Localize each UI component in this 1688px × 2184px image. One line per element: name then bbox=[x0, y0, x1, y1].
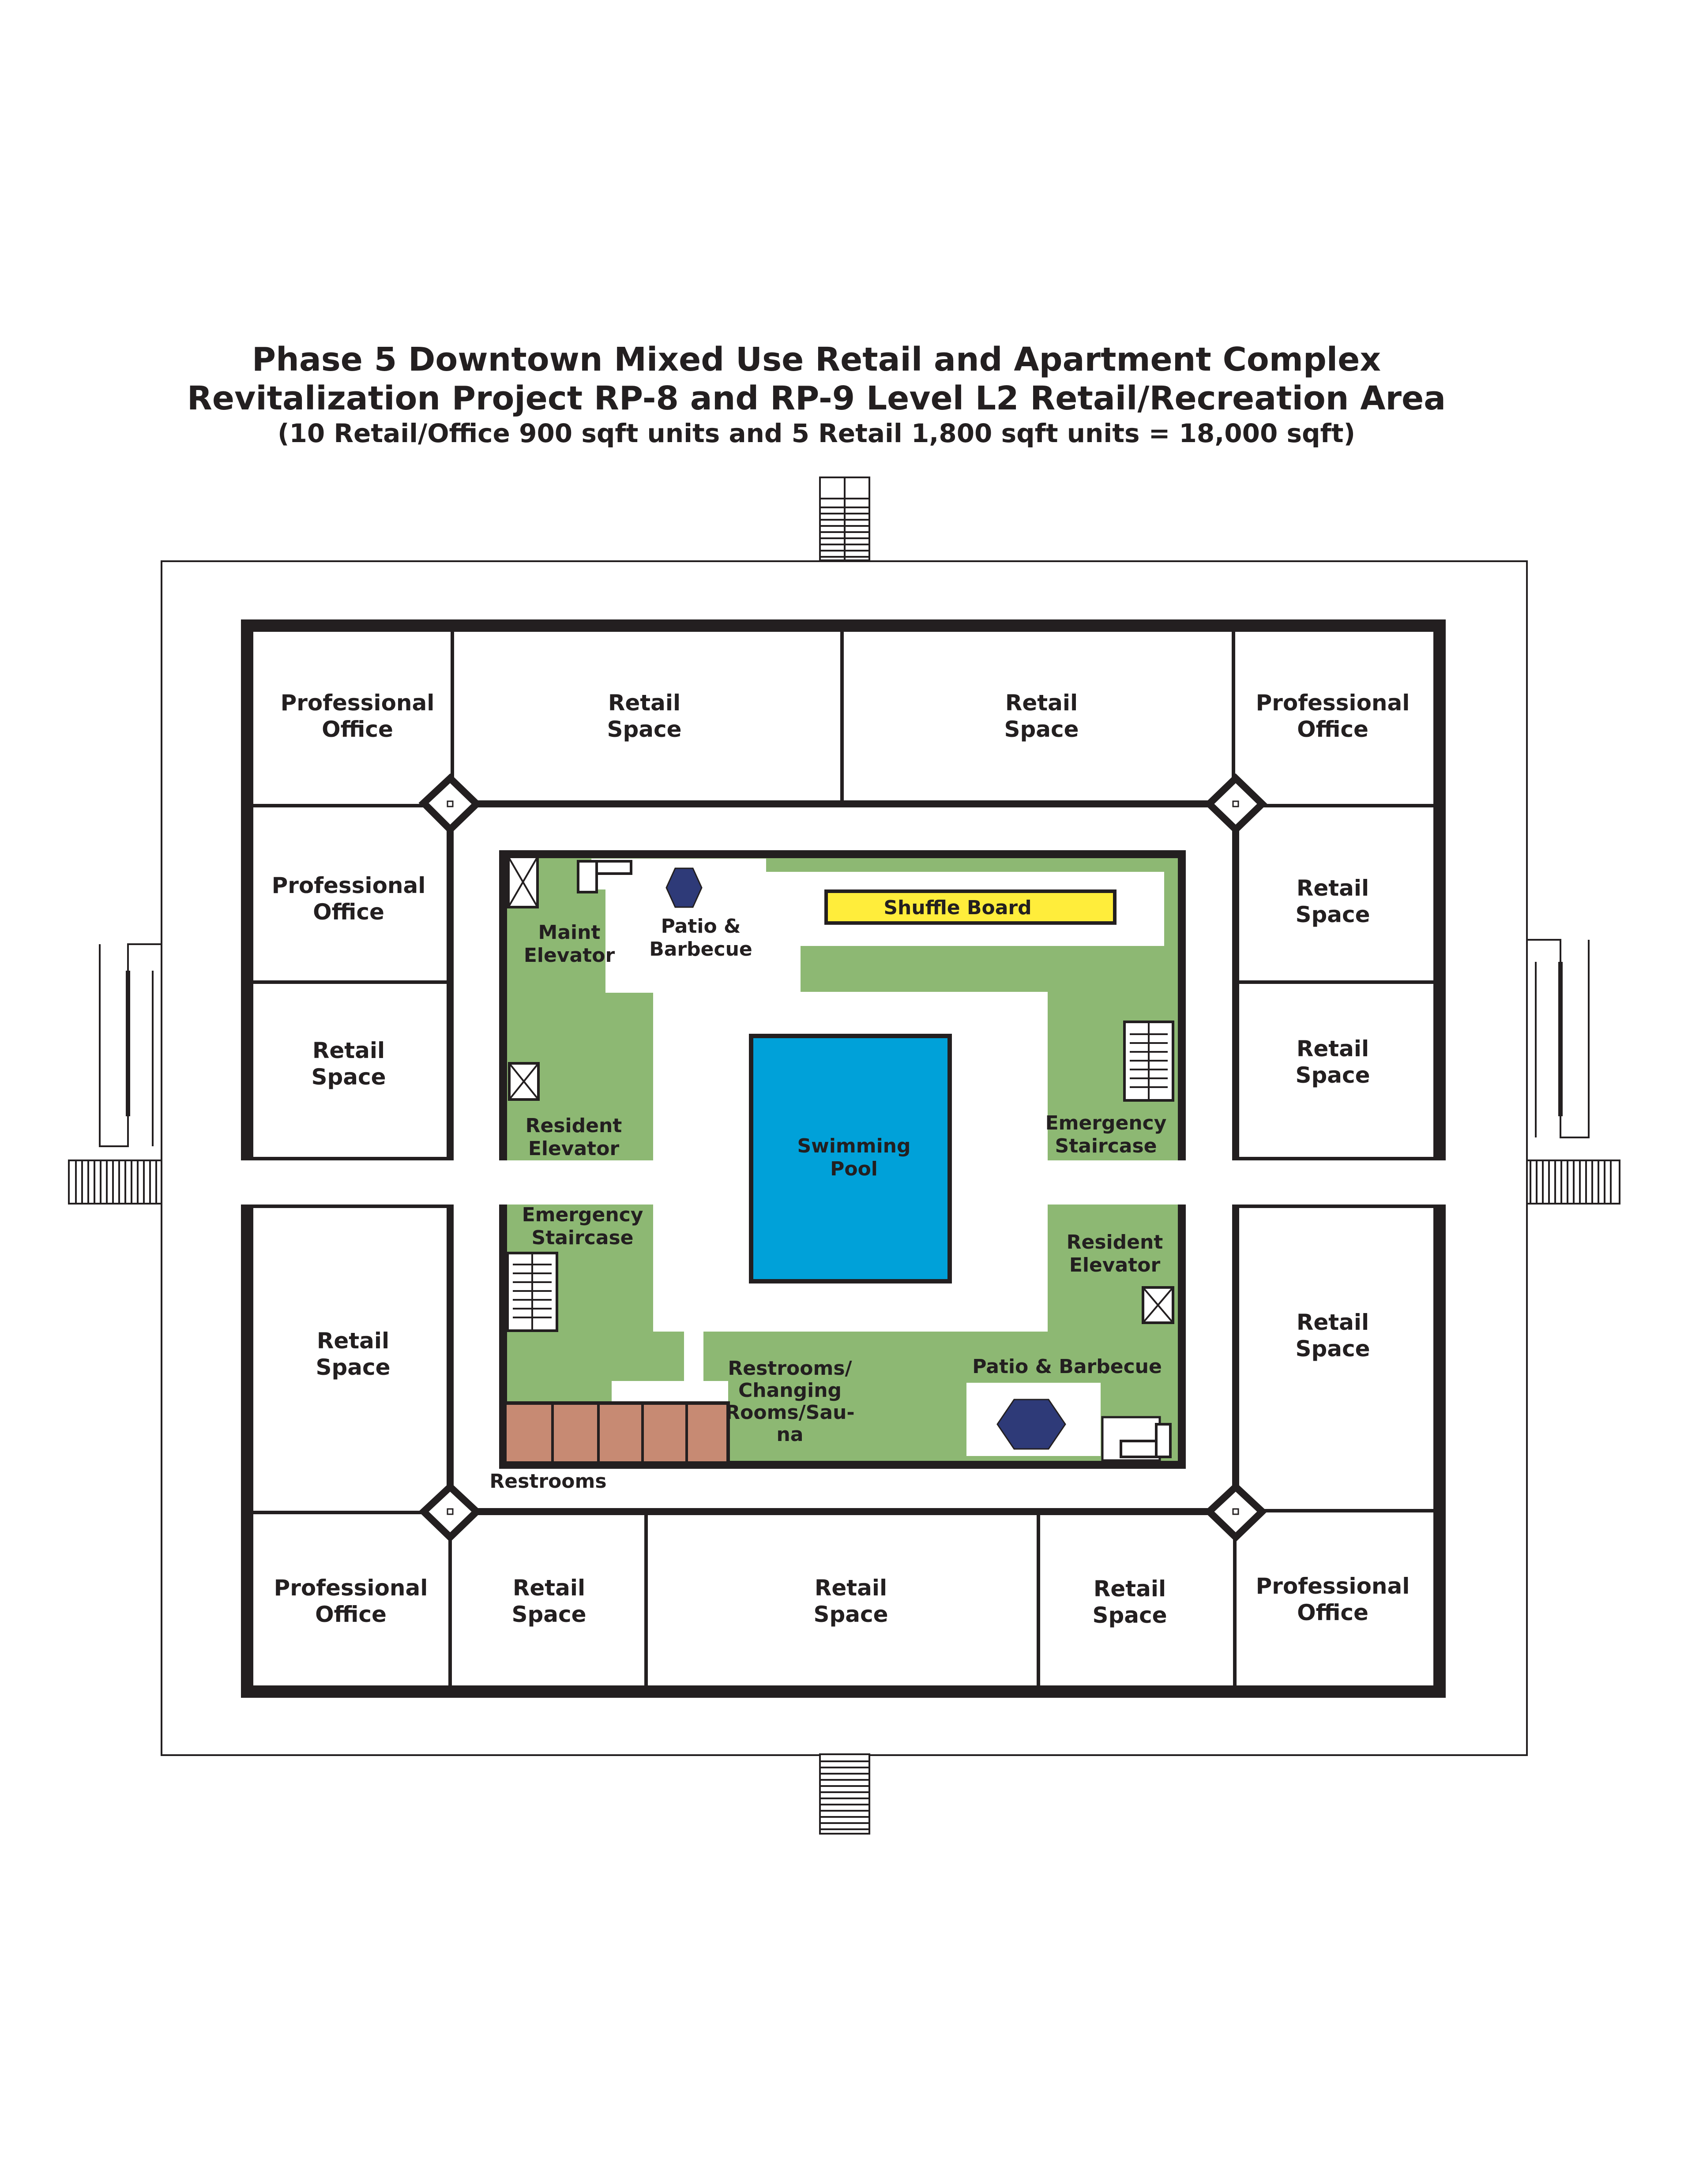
patio-bottom-label: Patio & Barbecue bbox=[972, 1355, 1162, 1378]
emergency-staircase-right-line1: Emergency bbox=[1045, 1112, 1167, 1134]
unit-top-right-line1: Professional bbox=[1256, 690, 1410, 716]
emergency-staircase-left-icon bbox=[506, 1252, 558, 1332]
unit-top-center-right-line2: Space bbox=[1004, 717, 1079, 742]
unit-bottom-center-left-line2: Space bbox=[511, 1602, 586, 1627]
resident-elevator-right-line2: Elevator bbox=[1069, 1254, 1161, 1276]
restrooms-changing-line4: na bbox=[776, 1423, 803, 1446]
unit-top-center-left-line1: Retail bbox=[608, 690, 680, 716]
west-stairs bbox=[68, 943, 162, 1205]
resident-elevator-right-icon bbox=[1142, 1286, 1174, 1324]
restrooms-block bbox=[503, 1401, 730, 1465]
shuffle-board bbox=[824, 889, 1117, 925]
title-line-3: (10 Retail/Office 900 sqft units and 5 R… bbox=[278, 418, 1355, 448]
swimming-pool-line2: Pool bbox=[830, 1158, 878, 1180]
courtyard: Maint Elevator Patio & Barbecue Shuffle … bbox=[489, 850, 1186, 1493]
unit-bottom-center-right-line1: Retail bbox=[1094, 1576, 1166, 1602]
resident-elevator-left-icon bbox=[508, 1062, 540, 1101]
utility-closet-icon bbox=[1101, 1416, 1172, 1462]
emergency-staircase-right-line2: Staircase bbox=[1055, 1135, 1157, 1157]
restrooms-changing-line2: Changing bbox=[738, 1379, 842, 1402]
maint-elevator-line1: Maint bbox=[538, 921, 601, 944]
swimming-pool bbox=[749, 1034, 952, 1283]
unit-right-upper-line1: Retail bbox=[1297, 875, 1369, 901]
unit-left-lower-line1: Retail bbox=[317, 1328, 389, 1354]
unit-walls bbox=[253, 626, 1433, 1685]
east-stairs bbox=[1526, 939, 1620, 1205]
unit-bottom-right-line1: Professional bbox=[1256, 1573, 1410, 1599]
emergency-staircase-right-icon bbox=[1123, 1021, 1174, 1102]
unit-top-right-line2: Office bbox=[1297, 717, 1368, 742]
restrooms-changing-line1: Restrooms/ bbox=[728, 1357, 852, 1380]
unit-bottom-center-left-line1: Retail bbox=[513, 1575, 585, 1601]
unit-bottom-center-right-line2: Space bbox=[1092, 1602, 1167, 1628]
patio-table-icon bbox=[665, 867, 703, 908]
swimming-pool-line1: Swimming bbox=[797, 1135, 910, 1157]
utility-closet-icon bbox=[577, 860, 632, 893]
unit-left-upper-line1: Professional bbox=[272, 873, 426, 898]
south-stairs bbox=[819, 1753, 870, 1835]
unit-left-upper-line2: Office bbox=[313, 899, 384, 925]
shuffle-board-label: Shuffle Board bbox=[883, 897, 1031, 919]
unit-right-upper-line2: Space bbox=[1295, 902, 1370, 927]
north-stairs bbox=[819, 477, 870, 561]
unit-left-middle-line2: Space bbox=[311, 1064, 386, 1090]
unit-left-lower-line2: Space bbox=[316, 1355, 390, 1380]
unit-top-left-line1: Professional bbox=[281, 690, 435, 716]
unit-bottom-center-line2: Space bbox=[813, 1602, 888, 1627]
unit-bottom-right-line2: Office bbox=[1297, 1600, 1368, 1625]
maint-elevator-icon bbox=[507, 856, 539, 908]
resident-elevator-left-line2: Elevator bbox=[528, 1137, 620, 1160]
restrooms-label: Restrooms bbox=[489, 1470, 606, 1493]
unit-top-left-line2: Office bbox=[322, 717, 393, 742]
resident-elevator-left-line1: Resident bbox=[526, 1115, 622, 1137]
unit-bottom-left-line1: Professional bbox=[274, 1575, 428, 1601]
unit-bottom-left-line2: Office bbox=[315, 1602, 387, 1627]
unit-top-center-right-line1: Retail bbox=[1005, 690, 1078, 716]
resident-elevator-right-line1: Resident bbox=[1067, 1231, 1163, 1253]
emergency-staircase-left-line2: Staircase bbox=[532, 1227, 634, 1249]
restrooms-changing-line3: Rooms/Sau- bbox=[725, 1401, 854, 1424]
patio-top-line2: Barbecue bbox=[649, 938, 752, 961]
unit-top-center-left-line2: Space bbox=[607, 717, 681, 742]
title-line-1: Phase 5 Downtown Mixed Use Retail and Ap… bbox=[252, 341, 1381, 379]
title-line-2: Revitalization Project RP-8 and RP-9 Lev… bbox=[187, 379, 1446, 417]
maint-elevator-line2: Elevator bbox=[524, 944, 615, 967]
patio-top-line1: Patio & bbox=[661, 915, 741, 938]
patio-table-icon bbox=[996, 1399, 1066, 1450]
unit-left-middle-line1: Retail bbox=[312, 1038, 385, 1063]
unit-right-lower-line1: Retail bbox=[1297, 1310, 1369, 1335]
emergency-staircase-left-line1: Emergency bbox=[522, 1204, 643, 1226]
unit-right-middle-line1: Retail bbox=[1297, 1036, 1369, 1062]
unit-right-middle-line2: Space bbox=[1295, 1062, 1370, 1088]
unit-bottom-center-line1: Retail bbox=[815, 1575, 887, 1601]
unit-right-lower-line2: Space bbox=[1295, 1336, 1370, 1362]
